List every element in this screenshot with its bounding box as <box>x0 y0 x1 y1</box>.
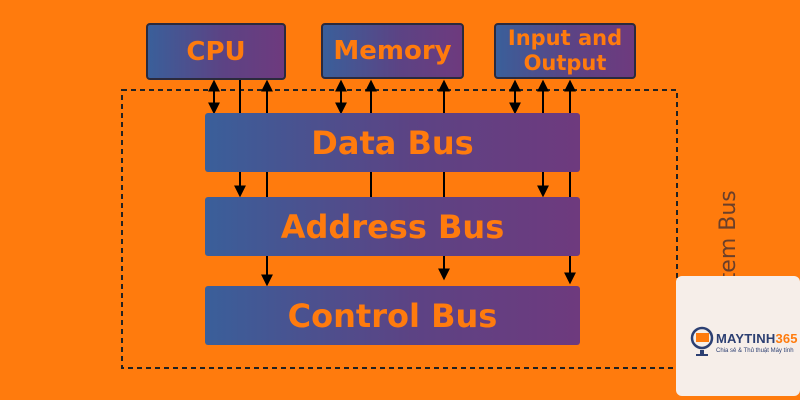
io-label-line2: Output <box>523 51 607 75</box>
logo-tagline: Chia sẻ & Thủ thuật Máy tính <box>716 348 794 354</box>
monitor-globe-icon <box>690 326 714 356</box>
logo-brand: MAYTINH365 <box>716 331 798 346</box>
address-bus: Address Bus <box>205 197 580 256</box>
system-bus-boundary <box>121 89 678 369</box>
data-bus-label: Data Bus <box>311 123 474 162</box>
watermark-logo: MAYTINH365 Chia sẻ & Thủ thuật Máy tính <box>676 276 800 396</box>
address-bus-label: Address Bus <box>280 207 505 246</box>
memory-box: Memory <box>321 23 464 79</box>
input-output-box: Input and Output <box>494 23 636 79</box>
io-label-line1: Input and <box>507 26 623 50</box>
control-bus-label: Control Bus <box>287 296 498 335</box>
memory-label: Memory <box>333 36 452 66</box>
cpu-label: CPU <box>186 36 246 67</box>
cpu-box: CPU <box>146 23 286 80</box>
control-bus: Control Bus <box>205 286 580 345</box>
data-bus: Data Bus <box>205 113 580 172</box>
